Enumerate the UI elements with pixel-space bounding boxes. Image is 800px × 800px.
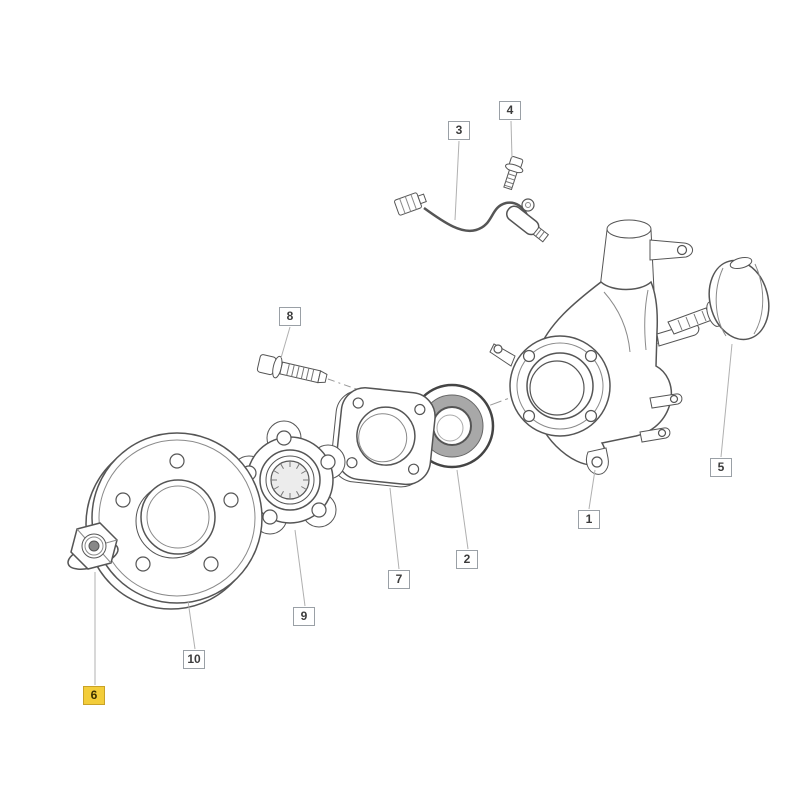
- callout-4[interactable]: 4: [499, 101, 521, 120]
- part-ball-joint: [667, 256, 770, 341]
- callout-10[interactable]: 10: [183, 650, 205, 669]
- callout-7[interactable]: 7: [388, 570, 410, 589]
- leader-lines: [94, 120, 733, 685]
- callout-3[interactable]: 3: [448, 121, 470, 140]
- part-hub-nut: [67, 522, 119, 570]
- part-steering-knuckle: [489, 219, 700, 475]
- callout-1[interactable]: 1: [578, 510, 600, 529]
- part-hub-bolt: [256, 354, 328, 384]
- callout-6[interactable]: 6: [83, 686, 105, 705]
- callout-8[interactable]: 8: [279, 307, 301, 326]
- callout-9[interactable]: 9: [293, 607, 315, 626]
- part-wheel-hub: [231, 420, 346, 535]
- part-bearing-retainer-plate: [330, 387, 436, 488]
- part-disc-flange: [85, 432, 263, 610]
- part-sensor-bolt: [503, 156, 524, 191]
- callout-5[interactable]: 5: [710, 458, 732, 477]
- callout-2[interactable]: 2: [456, 550, 478, 569]
- part-abs-sensor: [394, 192, 550, 243]
